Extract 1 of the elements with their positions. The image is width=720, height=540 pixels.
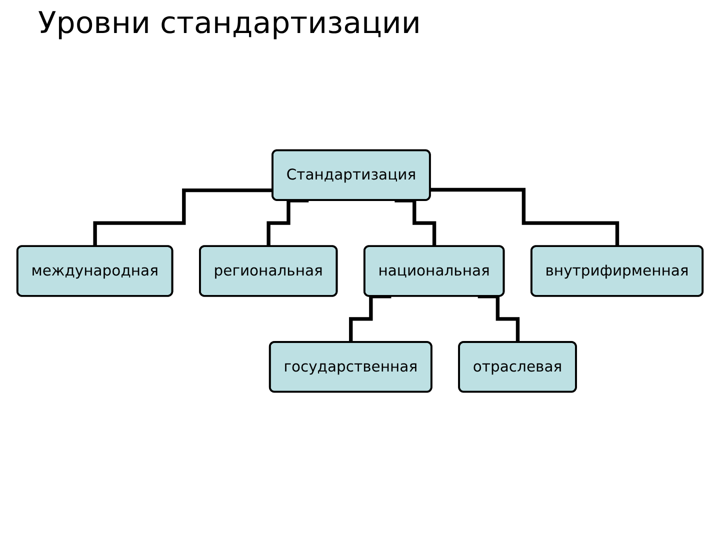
- title: Уровни стандартизации: [38, 6, 422, 41]
